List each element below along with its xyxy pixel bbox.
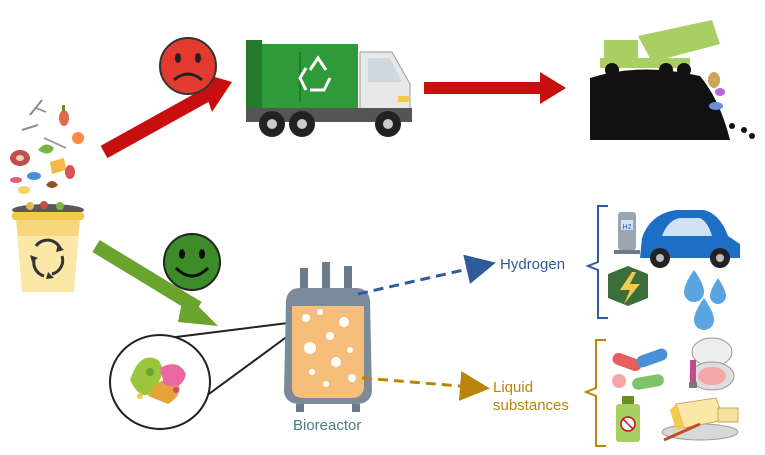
liquid-bracket [583,339,606,447]
recycle-bin-icon [12,201,84,292]
microbe-icon [109,321,297,430]
energy-icon [608,266,648,306]
garbage-truck-icon [246,40,412,137]
liquid-substances-label: Liquid substances [493,379,569,415]
happy-face-icon [163,233,221,291]
bottle-icon [616,396,640,442]
butter-icon [661,397,739,442]
bioreactor-label: Bioreactor [293,417,362,434]
liquid-label-line1: Liquid [493,379,534,396]
hydrogen-label: Hydrogen [500,256,566,273]
sad-face-icon [159,37,217,95]
car-icon [640,210,740,268]
green-arrow-to-bioreactor [92,240,218,326]
food-waste-icon [10,99,84,194]
liquid-label-line2: substances [493,397,569,414]
hydrogen-bracket [585,205,608,319]
h2-badge: H2 [623,224,632,231]
hydrogen-arrow [357,254,496,296]
bioreactor-icon [284,262,372,412]
liquid-arrow [361,371,490,401]
pills-icon [612,348,668,390]
hydrogen-station-icon: H2 [614,212,640,254]
red-arrow-to-landfill [424,72,566,104]
water-drops-icon [684,270,726,330]
landfill-icon [590,20,755,140]
cosmetics-icon [689,337,735,391]
